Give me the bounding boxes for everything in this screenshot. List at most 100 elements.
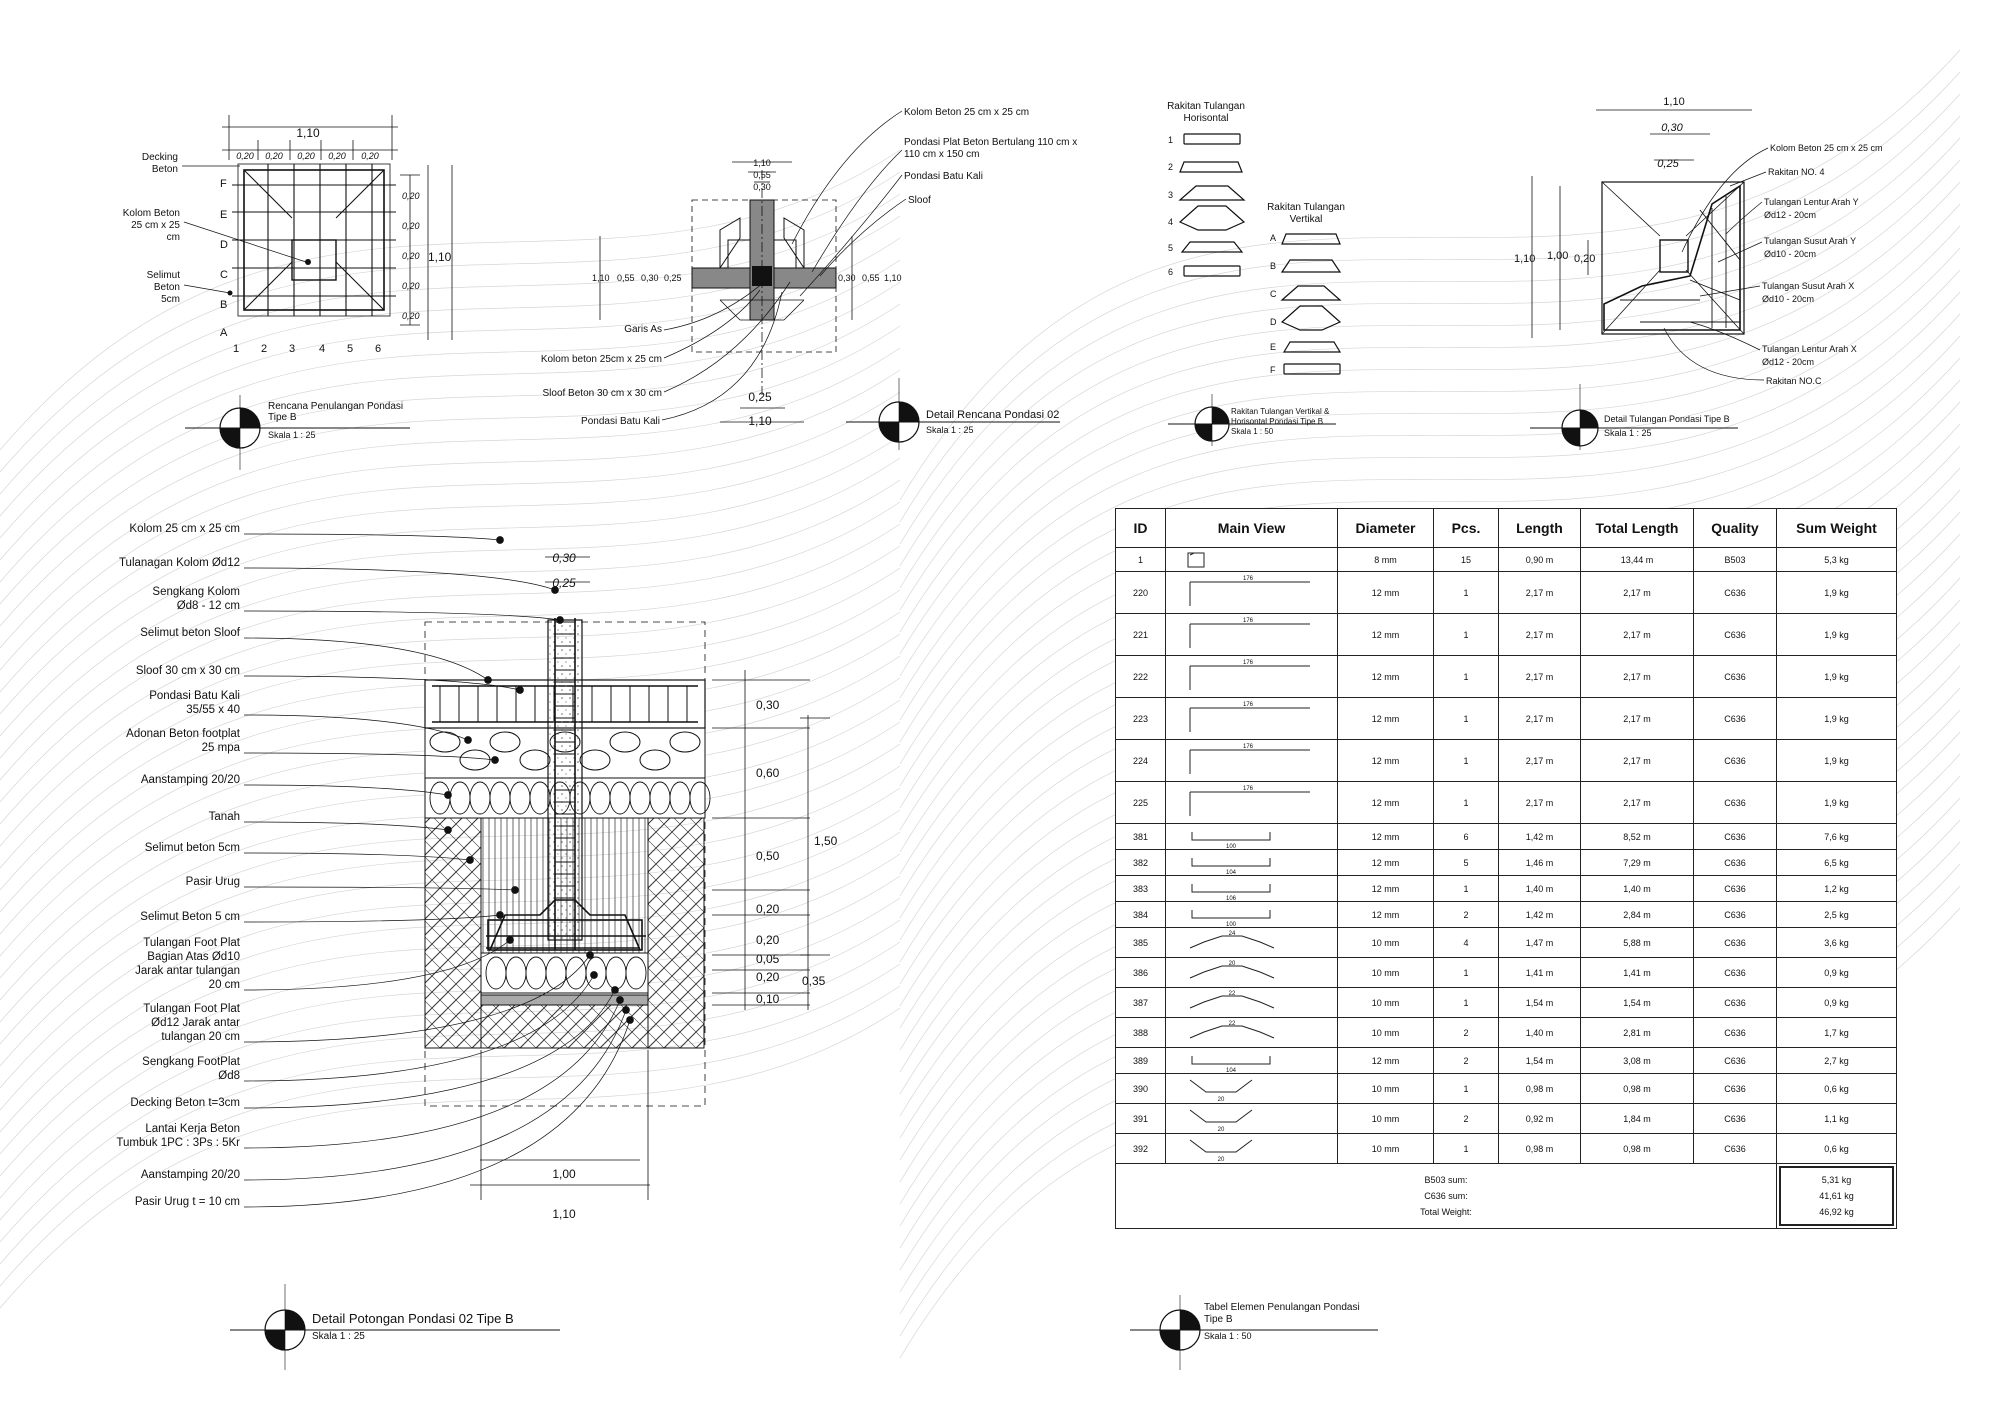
dim-r-6: 0,05 — [756, 952, 780, 966]
dim-bottom-2: 1,10 — [748, 414, 772, 428]
rakitan-tulangan: Rakitan Tulangan Horisontal Rakitan Tula… — [1167, 101, 1345, 375]
rebar-length-label: 22 — [1229, 1021, 1236, 1027]
dim-right-1: 0,20 — [402, 191, 420, 201]
cell-total-length: 0,98 m — [1580, 1073, 1694, 1104]
label-kolom-3: cm — [167, 232, 180, 243]
cell-id: 384 — [1115, 901, 1166, 928]
cell-quality: C636 — [1693, 875, 1777, 902]
label-lentur-x: Tulangan Lentur Arah X — [1762, 344, 1857, 354]
summary-value-b503: 5,31 kg — [1821, 1175, 1852, 1185]
cell-weight: 5,3 kg — [1776, 547, 1897, 572]
rebar-length-label: 104 — [1226, 870, 1237, 874]
cell-total-length: 2,17 m — [1580, 613, 1694, 656]
dim-r-7: 0,20 — [756, 970, 780, 984]
dim-r-1: 0,30 — [756, 698, 780, 712]
rebar-length-label: 104 — [1226, 1068, 1237, 1072]
cell-quality: C636 — [1693, 1073, 1777, 1104]
cell-diameter: 12 mm — [1337, 613, 1434, 656]
dim-right-5: 0,20 — [402, 311, 420, 321]
rebar-shape-icon: 20 — [1189, 961, 1275, 978]
section-label: 25 mpa — [202, 742, 241, 754]
cell-quality: C636 — [1693, 571, 1777, 614]
label-selimut-1: Selimut — [147, 270, 181, 281]
cell-main-view: 20 — [1165, 1133, 1338, 1164]
cell-total-length: 1,54 m — [1580, 987, 1694, 1018]
cell-id: 221 — [1115, 613, 1166, 656]
cell-pcs: 1 — [1433, 1073, 1499, 1104]
section-label: Ød12 Jarak antar — [151, 1017, 240, 1029]
detail-tul-b-title: Detail Tulangan Pondasi Tipe B — [1604, 414, 1730, 424]
dim-left-1: 1,10 — [592, 273, 610, 283]
cell-total-length: 7,29 m — [1580, 849, 1694, 876]
cell-total-length: 3,08 m — [1580, 1047, 1694, 1074]
cell-length: 0,92 m — [1498, 1103, 1581, 1134]
cell-total-length: 2,17 m — [1580, 781, 1694, 824]
cell-diameter: 10 mm — [1337, 927, 1434, 958]
cell-main-view: 104 — [1165, 849, 1338, 876]
rebar-length-label: 176 — [1243, 702, 1254, 708]
cell-id: 224 — [1115, 739, 1166, 782]
cell-main-view: 24 — [1165, 927, 1338, 958]
dim-top-1: 1,10 — [753, 158, 771, 168]
rebar-shape-icon: 20 — [1189, 1139, 1253, 1162]
cell-total-length: 13,44 m — [1580, 547, 1694, 572]
cell-main-view: 176 — [1165, 571, 1338, 614]
dim-top-3: 0,25 — [1657, 158, 1679, 170]
cell-diameter: 8 mm — [1337, 547, 1434, 572]
dim-right-2: 0,55 — [862, 273, 880, 283]
dim-right-4: 0,20 — [402, 281, 420, 291]
dim-top-2: 0,55 — [753, 170, 771, 180]
cell-length: 1,42 m — [1498, 823, 1581, 850]
header-pcs: Pcs. — [1433, 508, 1499, 548]
rebar-shape-icon: 24 — [1189, 931, 1275, 948]
title-plan-b: Rencana Penulangan Pondasi Tipe B Skala … — [185, 395, 410, 470]
cell-weight: 1,9 kg — [1776, 739, 1897, 782]
summary-value-c636: 41,61 kg — [1819, 1191, 1854, 1201]
cell-quality: C636 — [1693, 1047, 1777, 1074]
cell-pcs: 1 — [1433, 987, 1499, 1018]
section-label: Jarak antar tulangan — [135, 965, 240, 977]
section-label: Bagian Atas Ød10 — [147, 951, 240, 963]
cell-main-view: 22 — [1165, 987, 1338, 1018]
rebar-shape-icon: 176 — [1189, 786, 1310, 816]
rebar-schedule-table: ID Main View Diameter Pcs. Length Total … — [1115, 508, 1897, 1229]
cell-total-length: 5,88 m — [1580, 927, 1694, 958]
cell-quality: C636 — [1693, 1103, 1777, 1134]
rebar-length-label: 22 — [1229, 991, 1236, 997]
cell-diameter: 12 mm — [1337, 875, 1434, 902]
title-table: Tabel Elemen Penulangan Pondasi Tipe B S… — [1130, 1295, 1378, 1370]
cell-id: 220 — [1115, 571, 1166, 614]
cell-pcs: 1 — [1433, 697, 1499, 740]
rebar-shape-icon: 20 — [1189, 1109, 1253, 1132]
cell-diameter: 12 mm — [1337, 739, 1434, 782]
header-sum-weight: Sum Weight — [1776, 508, 1897, 548]
dim-r-8: 0,10 — [756, 992, 780, 1006]
cell-length: 0,98 m — [1498, 1133, 1581, 1164]
section-label: Selimut beton 5cm — [145, 842, 240, 854]
vertical-title-2: Vertikal — [1290, 214, 1323, 225]
rebar-shape-icon: 176 — [1189, 702, 1310, 732]
cell-weight: 2,7 kg — [1776, 1047, 1897, 1074]
section-label: Sengkang FootPlat — [142, 1056, 241, 1068]
section-02-title: Detail Potongan Pondasi 02 Tipe B — [312, 1311, 514, 1326]
cell-diameter: 12 mm — [1337, 901, 1434, 928]
cell-length: 2,17 m — [1498, 697, 1581, 740]
cell-pcs: 4 — [1433, 927, 1499, 958]
dim-bottom-2: 1,10 — [552, 1207, 576, 1221]
v-id-e: E — [1270, 342, 1276, 352]
dim-r-2: 0,60 — [756, 766, 780, 780]
title-section-02: Detail Potongan Pondasi 02 Tipe B Skala … — [230, 1284, 560, 1370]
label-decking-1: Decking — [142, 152, 178, 163]
v-id-c: C — [1270, 289, 1277, 299]
cell-main-view: 22 — [1165, 1017, 1338, 1048]
dim-bottom-1: 1,00 — [552, 1167, 576, 1181]
label-sloof: Sloof — [908, 195, 931, 206]
dim-r-4: 0,20 — [756, 902, 780, 916]
cell-id: 223 — [1115, 697, 1166, 740]
cell-main-view: 104 — [1165, 1047, 1338, 1074]
